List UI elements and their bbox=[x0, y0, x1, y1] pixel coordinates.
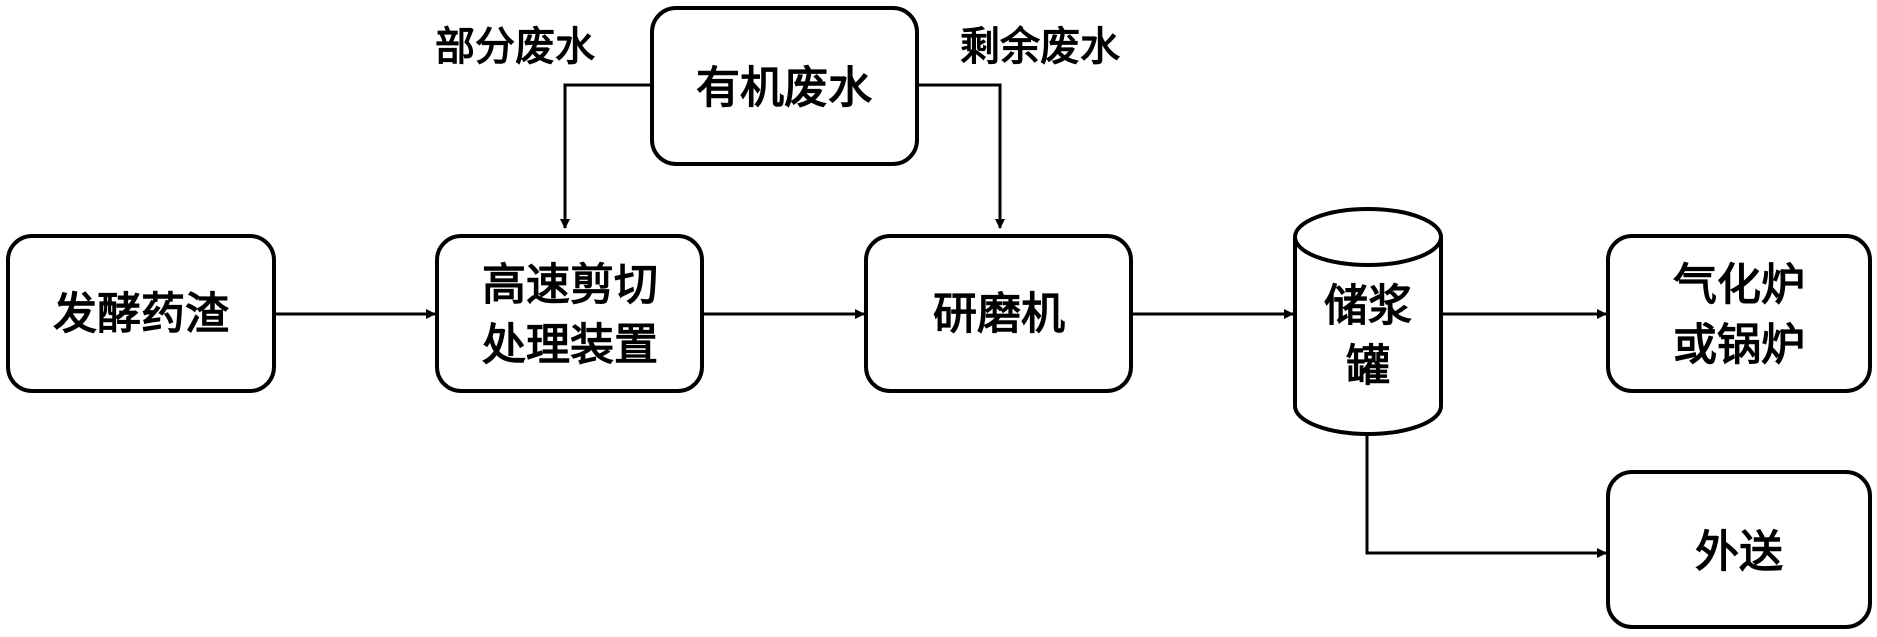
label-partial-wastewater: 部分废水 bbox=[435, 24, 596, 70]
label-remaining-wastewater: 剩余废水 bbox=[960, 24, 1121, 70]
edge-remaining-wastewater bbox=[917, 83, 1005, 229]
node-external-delivery-label: 外送 bbox=[1695, 527, 1783, 578]
node-high-speed-shear-label-line1: 高速剪切 bbox=[482, 260, 658, 311]
node-grinder: 研磨机 bbox=[864, 234, 1133, 393]
node-gasifier-label-line2: 或锅炉 bbox=[1673, 320, 1805, 371]
edges bbox=[274, 83, 1607, 558]
node-high-speed-shear-label-line2: 处理装置 bbox=[482, 320, 658, 371]
node-fermentation-residue-label: 发酵药渣 bbox=[53, 289, 230, 340]
node-gasifier-label-line1: 气化炉 bbox=[1673, 260, 1805, 311]
node-organic-wastewater-label: 有机废水 bbox=[696, 63, 873, 114]
edge-tank-to-external bbox=[1365, 435, 1607, 558]
node-slurry-tank-label-line2: 罐 bbox=[1346, 341, 1390, 392]
node-high-speed-shear: 高速剪切 处理装置 bbox=[435, 234, 704, 393]
edge-labels: 部分废水 剩余废水 bbox=[435, 24, 1121, 70]
node-fermentation-residue: 发酵药渣 bbox=[6, 234, 276, 393]
node-grinder-label: 研磨机 bbox=[933, 289, 1065, 340]
node-gasifier: 气化炉 或锅炉 bbox=[1606, 234, 1872, 393]
edge-partial-wastewater bbox=[560, 83, 652, 229]
node-organic-wastewater: 有机废水 bbox=[650, 6, 919, 166]
node-external-delivery: 外送 bbox=[1606, 470, 1872, 629]
node-slurry-tank-label-line1: 储浆 bbox=[1324, 281, 1412, 332]
node-slurry-tank: 储浆 罐 bbox=[1293, 207, 1443, 436]
